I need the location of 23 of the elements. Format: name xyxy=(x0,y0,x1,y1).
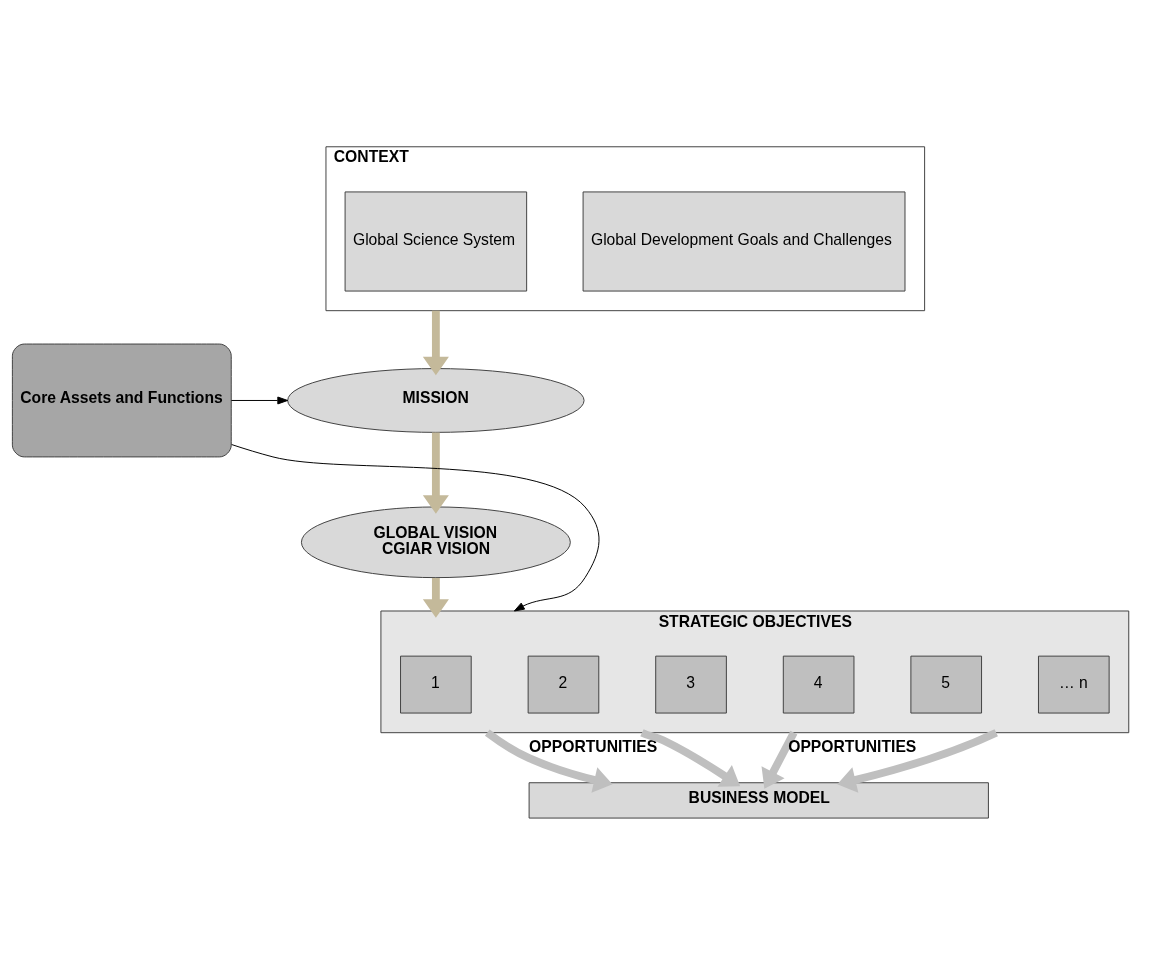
node-box: Core Assets and Functions xyxy=(11,343,232,458)
arrow xyxy=(422,432,449,514)
arrow xyxy=(231,444,600,612)
arrow xyxy=(640,729,741,787)
arrow xyxy=(761,730,798,789)
node-ellipse: MISSION xyxy=(287,368,585,433)
arrow xyxy=(422,310,449,376)
node-box: Global Development Goals and Challenges xyxy=(582,191,906,292)
edge-label: OPPORTUNITIES xyxy=(788,738,917,756)
node-box: BUSINESS MODEL xyxy=(528,782,989,819)
arrow xyxy=(230,396,289,405)
node-ellipse: GLOBAL VISION CGIAR VISION xyxy=(300,506,571,579)
node-box: Global Science System xyxy=(344,191,528,292)
node-box: … n xyxy=(1038,655,1110,714)
arrow xyxy=(422,577,449,618)
arrow xyxy=(837,729,998,793)
node-box: 4 xyxy=(782,655,855,714)
node-box: 2 xyxy=(527,655,600,714)
node-box: 1 xyxy=(400,655,472,714)
node-box: 3 xyxy=(655,655,727,714)
edge-label: OPPORTUNITIES xyxy=(529,738,658,756)
arrow xyxy=(484,729,613,793)
node-box: 5 xyxy=(910,655,983,714)
